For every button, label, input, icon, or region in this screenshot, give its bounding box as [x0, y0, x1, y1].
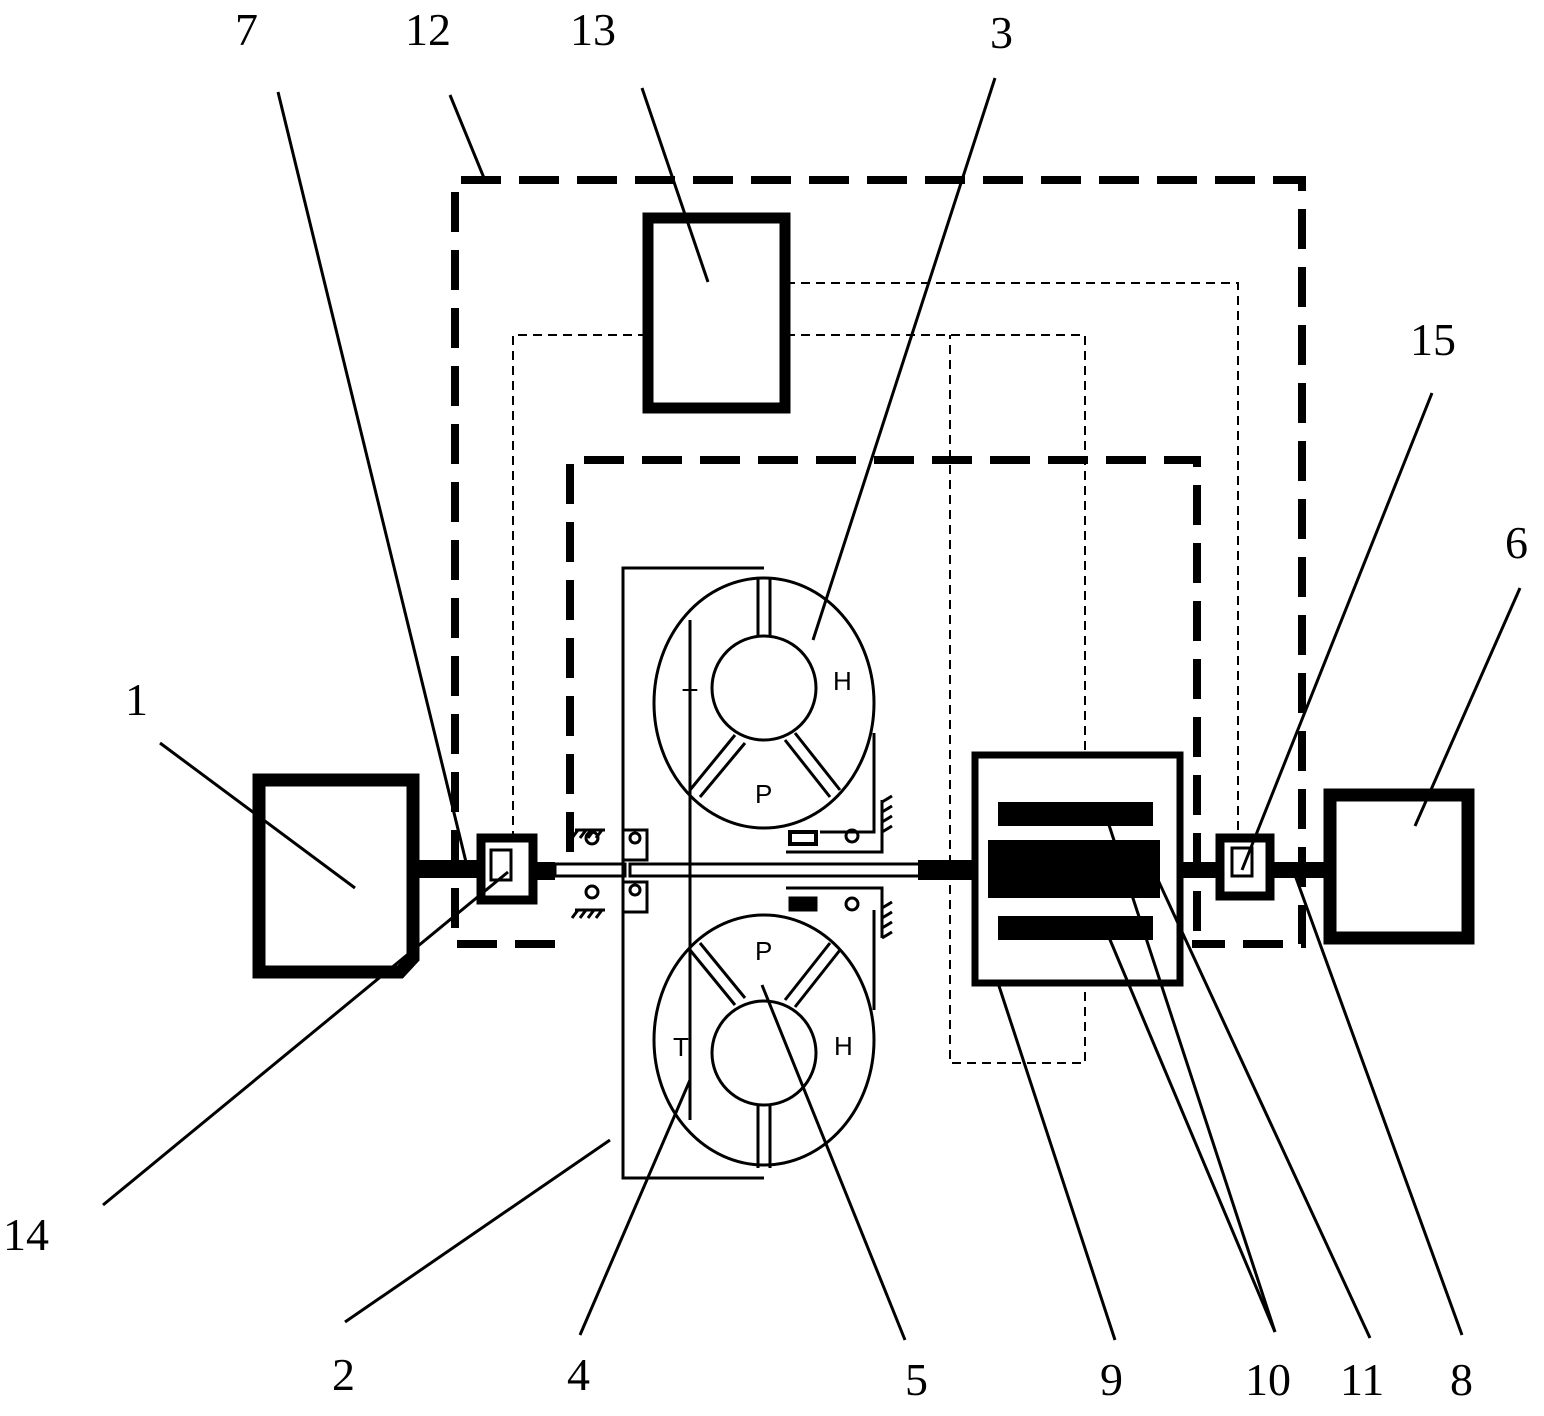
lower-pump-letter: P [755, 936, 772, 966]
upper-blade-left [690, 735, 745, 797]
ref-label-8: 8 [1450, 1354, 1473, 1405]
upper-pump-letter: P [755, 779, 772, 809]
leader-4 [580, 1080, 690, 1335]
ref-label-6: 6 [1505, 517, 1528, 568]
leader-2 [345, 1140, 610, 1322]
ref-label-10: 10 [1245, 1354, 1291, 1405]
reactor-brake-top [790, 832, 816, 844]
retarder-stator-bottom [998, 916, 1153, 940]
engine-box [259, 780, 413, 972]
leader-11 [1158, 880, 1370, 1338]
input-shaft-thin [555, 864, 625, 876]
lower-torus-core [712, 1001, 816, 1105]
ground-left-bottom [572, 910, 605, 918]
lower-blade-left [690, 943, 745, 1005]
leader-12 [450, 95, 484, 178]
upper-blade-top [758, 578, 770, 636]
frame-right-bottom [786, 888, 882, 938]
lower-blade-right [785, 943, 840, 1007]
leader-9 [998, 983, 1115, 1340]
ref-label-13: 13 [570, 4, 616, 55]
clutch-roller-top [630, 833, 640, 843]
main-shaft [630, 864, 920, 876]
input-shaft-engine [413, 860, 483, 878]
load-box [1330, 795, 1468, 938]
ref-label-15: 15 [1410, 314, 1456, 365]
leader-3 [813, 78, 995, 640]
ref-label-3: 3 [990, 7, 1013, 58]
upper-turbine-letter: T [682, 683, 698, 713]
ref-label-9: 9 [1100, 1354, 1123, 1405]
upper-torus-core [712, 636, 816, 740]
retarder-stator-top [998, 802, 1153, 826]
input-sensor-element [491, 850, 511, 880]
reactor-brake-bottom [790, 898, 816, 910]
lower-turbine-letter: T [673, 1032, 689, 1062]
ref-label-11: 11 [1340, 1354, 1384, 1405]
ref-label-2: 2 [332, 1349, 355, 1400]
ref-label-14: 14 [3, 1209, 49, 1260]
ref-label-4: 4 [567, 1349, 590, 1400]
ref-label-1: 1 [125, 674, 148, 725]
lower-blade-bottom [758, 1105, 770, 1168]
leader-7 [278, 92, 466, 862]
upper-reactor-letter: H [833, 666, 852, 696]
ref-label-12: 12 [405, 4, 451, 55]
lower-reactor-letter: H [834, 1031, 853, 1061]
ref-label-7: 7 [235, 4, 258, 55]
ref-label-5: 5 [905, 1354, 928, 1405]
bearing-right-bottom [846, 898, 858, 910]
controller-box [648, 218, 785, 408]
bearing-left-bottom [586, 886, 598, 898]
retarder-rotor [988, 840, 1160, 898]
upper-blade-right [785, 733, 840, 797]
signal-line-sensor-14 [513, 335, 648, 840]
clutch-roller-bottom [630, 885, 640, 895]
signal-line-retarder [786, 335, 1085, 795]
leader-10b [1108, 935, 1275, 1332]
output-shaft-load [1270, 862, 1330, 878]
shafts [413, 860, 1330, 880]
